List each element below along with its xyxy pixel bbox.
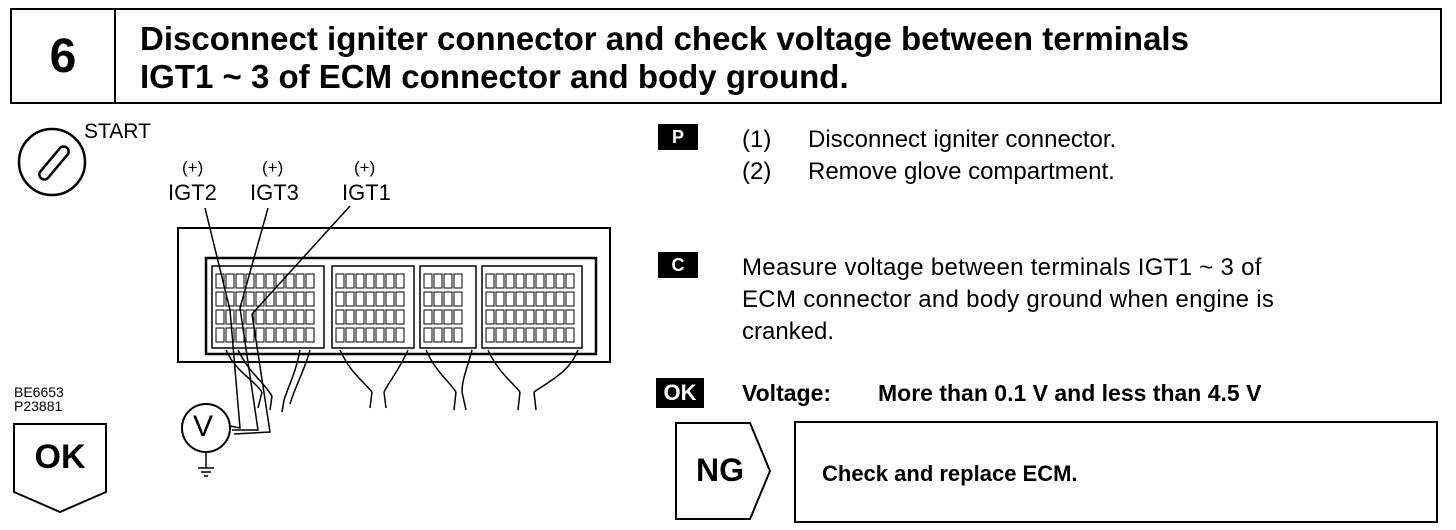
prep-step-2-text: Remove glove compartment. bbox=[808, 158, 1115, 185]
step-title: Disconnect igniter connector and check v… bbox=[140, 20, 1430, 96]
ecm-connector-diagram: START (+) (+) (+) IGT2 IGT3 IGT1 V BE665… bbox=[0, 110, 640, 530]
ok-badge: OK bbox=[656, 378, 704, 408]
ignition-switch-icon bbox=[17, 127, 87, 197]
prep-step-1-text: Disconnect igniter connector. bbox=[808, 126, 1117, 153]
prep-step-1-num: (1) bbox=[742, 126, 772, 153]
prep-step-2-num: (2) bbox=[742, 158, 772, 185]
ng-action-box: Check and replace ECM. bbox=[794, 421, 1438, 523]
voltmeter-symbol: V bbox=[193, 410, 214, 443]
connector-pins bbox=[215, 273, 575, 343]
step-header: 6 Disconnect igniter connector and check… bbox=[10, 8, 1442, 104]
terminal-label-igt1: IGT1 bbox=[342, 180, 391, 205]
ok-arrow-tag[interactable] bbox=[12, 422, 108, 514]
step-title-line2: IGT1 ~ 3 of ECM connector and body groun… bbox=[140, 58, 849, 95]
ng-arrow-tag[interactable] bbox=[674, 421, 774, 521]
ok-tag-label: OK bbox=[34, 438, 86, 476]
figure-code-1: BE6653 bbox=[14, 384, 64, 400]
probe-leads bbox=[204, 205, 351, 435]
check-line-3: cranked. bbox=[742, 318, 835, 345]
terminal-label-igt2: IGT2 bbox=[168, 180, 217, 205]
check-line-2: ECM connector and body ground when engin… bbox=[742, 286, 1275, 313]
step-title-line1: Disconnect igniter connector and check v… bbox=[140, 20, 1189, 57]
prep-badge: P bbox=[658, 124, 698, 150]
spec-value: More than 0.1 V and less than 4.5 V bbox=[878, 380, 1262, 406]
voltmeter-icon bbox=[181, 403, 231, 477]
ecm-connectors bbox=[211, 265, 583, 349]
terminal-label-igt3: IGT3 bbox=[250, 180, 299, 205]
ng-action-text: Check and replace ECM. bbox=[822, 461, 1078, 486]
step-number: 6 bbox=[12, 10, 116, 102]
check-badge: C bbox=[658, 252, 698, 278]
plus-label-igt3: (+) bbox=[262, 158, 284, 177]
plus-label-igt1: (+) bbox=[354, 158, 376, 177]
start-label: START bbox=[84, 120, 151, 143]
spec-label: Voltage: bbox=[742, 380, 832, 406]
wire-harness bbox=[225, 349, 579, 413]
ecm-housing bbox=[177, 227, 611, 363]
figure-code-2: P23881 bbox=[14, 398, 63, 414]
check-line-1: Measure voltage between terminals IGT1 ~… bbox=[742, 254, 1262, 281]
ng-tag-label: NG bbox=[696, 452, 744, 488]
ecm-connector-illustration bbox=[17, 127, 611, 477]
plus-label-igt2: (+) bbox=[182, 158, 204, 177]
